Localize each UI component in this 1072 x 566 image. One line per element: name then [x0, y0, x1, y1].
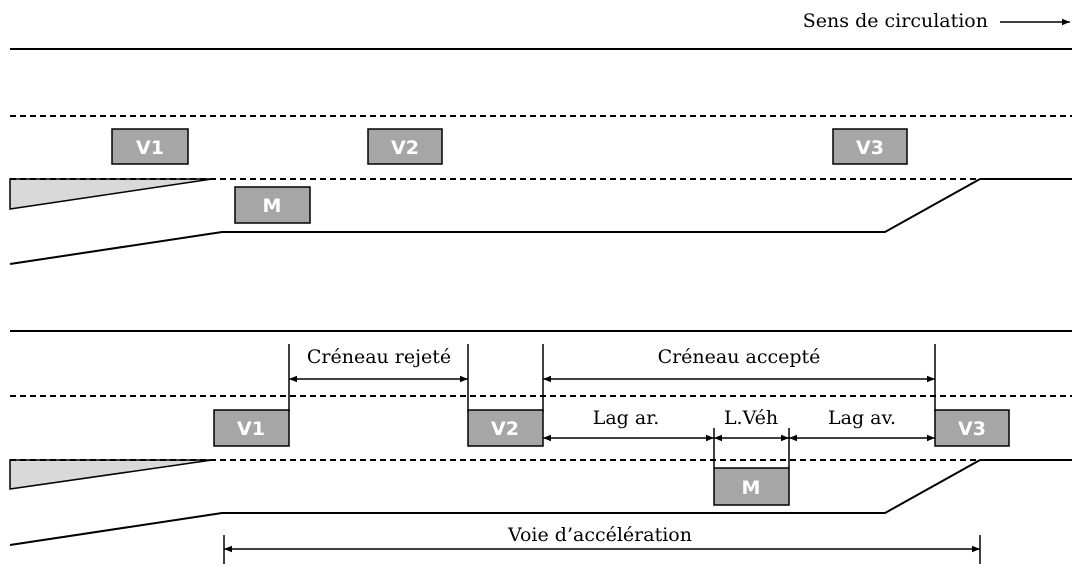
- svg-text:V3: V3: [958, 418, 986, 440]
- top-ramp-taper: [9, 178, 213, 210]
- svg-text:V1: V1: [136, 137, 164, 159]
- bottom-ramp-taper: [9, 459, 213, 490]
- svg-text:M: M: [263, 195, 282, 217]
- top-vehicle-v3: V3: [832, 128, 908, 165]
- lag-rear-label: Lag ar.: [593, 407, 660, 429]
- rejected-gap-label: Créneau rejeté: [307, 346, 451, 368]
- svg-text:V3: V3: [856, 137, 884, 159]
- bottom-merging-vehicle: M: [713, 467, 790, 506]
- svg-text:V2: V2: [491, 418, 519, 440]
- top-vehicle-v1: V1: [111, 128, 189, 165]
- bottom-scene: Créneau rejeté Créneau accepté Lag ar. L…: [9, 330, 1072, 564]
- top-vehicle-v2: V2: [367, 128, 443, 165]
- lag-front-label: Lag av.: [828, 407, 896, 429]
- acceleration-lane-label: Voie d’accélération: [507, 524, 692, 546]
- direction-label: Sens de circulation: [803, 10, 988, 32]
- svg-text:M: M: [742, 477, 761, 499]
- top-merging-vehicle: M: [234, 186, 311, 224]
- bottom-vehicle-v1: V1: [213, 409, 290, 447]
- svg-text:V2: V2: [391, 137, 419, 159]
- bottom-vehicle-v3: V3: [934, 409, 1010, 447]
- svg-text:V1: V1: [237, 418, 265, 440]
- accepted-gap-label: Créneau accepté: [658, 346, 821, 368]
- vehicle-length-label: L.Véh: [724, 407, 778, 429]
- bottom-ramp-edge: [9, 459, 981, 546]
- top-scene: V1 V2 V3 M: [9, 48, 1072, 265]
- top-ramp-edge: [9, 178, 981, 265]
- bottom-vehicle-v2: V2: [467, 409, 544, 447]
